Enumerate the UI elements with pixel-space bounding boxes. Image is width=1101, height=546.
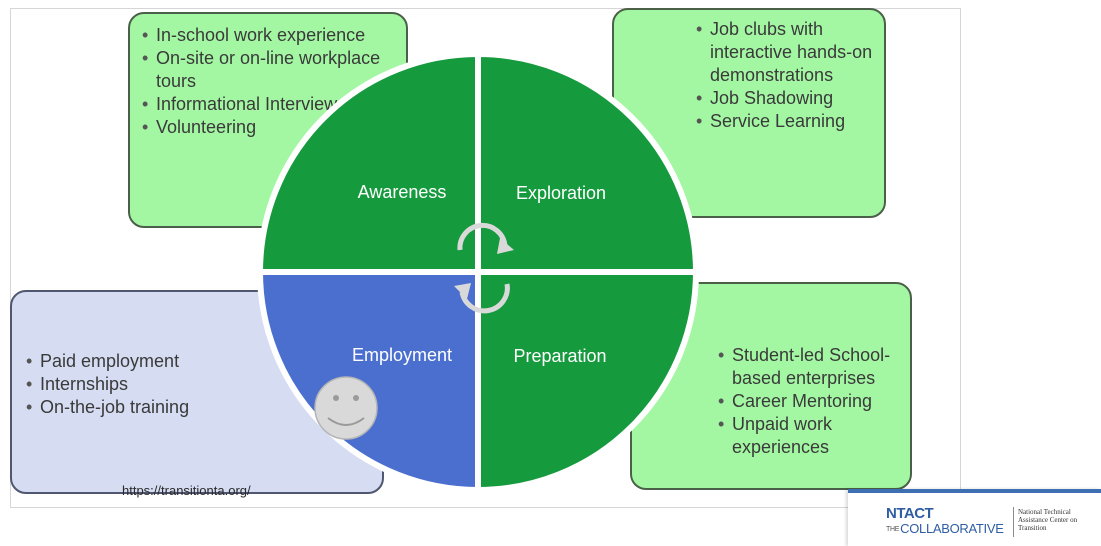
- employment-label: Employment: [352, 345, 452, 365]
- list-item: Paid employment: [26, 350, 374, 373]
- exploration-activities-box: Job clubs with interactive hands-on demo…: [612, 8, 886, 218]
- cycle-arrows-icon: [454, 222, 514, 314]
- list-item: Career Mentoring: [718, 390, 902, 413]
- preparation-quadrant: [475, 269, 700, 494]
- source-url[interactable]: https://transitionta.org/: [122, 483, 251, 498]
- list-item: Job clubs with interactive hands-on demo…: [696, 18, 876, 87]
- logo-collaborative-word: COLLABORATIVE: [900, 521, 1004, 536]
- list-item: Unpaid work experiences: [718, 413, 902, 459]
- list-item: Internships: [26, 373, 374, 396]
- awareness-label: Awareness: [358, 182, 447, 202]
- exploration-label: Exploration: [516, 183, 606, 203]
- list-item: On-the-job training: [26, 396, 374, 419]
- employment-quadrant: [256, 269, 481, 494]
- logo-description: National Technical Assistance Center on …: [1018, 508, 1078, 532]
- preparation-label: Preparation: [513, 346, 606, 366]
- exploration-quadrant: [475, 50, 700, 275]
- logo-the-text: THE: [886, 526, 900, 533]
- employment-activities-box: Paid employment Internships On-the-job t…: [10, 290, 384, 494]
- smiley-face-icon: [314, 376, 378, 440]
- list-item: Volunteering: [142, 116, 398, 139]
- logo-divider: [1013, 507, 1014, 537]
- list-item: Job Shadowing: [696, 87, 876, 110]
- awareness-quadrant: [256, 50, 481, 275]
- awareness-activities-box: In-school work experience On-site or on-…: [128, 12, 408, 228]
- list-item: In-school work experience: [142, 24, 398, 47]
- list-item: Service Learning: [696, 110, 876, 133]
- logo-collaborative-text: THECOLLABORATIVE: [886, 521, 1004, 536]
- list-item: On-site or on-line workplace tours: [142, 47, 398, 93]
- list-item: Informational Interviews: [142, 93, 398, 116]
- preparation-activities-box: Student-led School-based enterprises Car…: [630, 282, 912, 490]
- ntact-logo: NTACT THECOLLABORATIVE National Technica…: [848, 489, 1101, 546]
- list-item: Student-led School-based enterprises: [718, 344, 902, 390]
- logo-ntact-text: NTACT: [886, 505, 934, 522]
